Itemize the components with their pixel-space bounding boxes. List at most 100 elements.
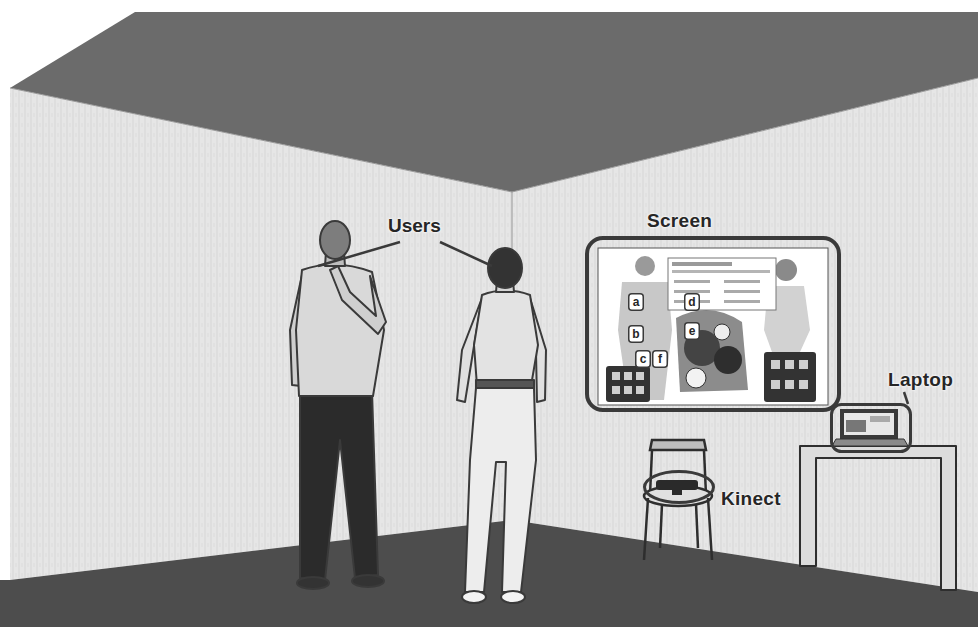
screen-image-part [714, 324, 730, 340]
screen-image-part [724, 300, 760, 303]
table-part [800, 446, 956, 590]
outline-rect [832, 405, 911, 452]
answer-box: e [684, 322, 700, 340]
woman-user-part [465, 388, 536, 592]
laptop-part [832, 439, 908, 446]
screen-image-part [686, 368, 706, 388]
man-user [290, 221, 386, 589]
chair-part [708, 498, 712, 560]
screen-image-part [714, 346, 742, 374]
woman-user-part [462, 591, 486, 603]
man-user-part [330, 266, 386, 334]
room-part [10, 88, 512, 192]
screen-image-part [668, 258, 776, 310]
laptop-part [840, 409, 898, 439]
kinect-outline: Kinect [643, 470, 715, 504]
screen-image-part [799, 380, 808, 389]
chair-part [644, 498, 648, 560]
screen-image-part [624, 386, 632, 394]
outline-rect [629, 294, 644, 311]
man-user-part [300, 392, 378, 580]
screen-image-part [612, 372, 620, 380]
screen-image-part [635, 256, 655, 276]
man-user-part [352, 575, 384, 587]
screen-image-part [674, 280, 710, 283]
outline-ellipse [645, 472, 714, 503]
answer-box: a [628, 293, 644, 311]
woman-user-part [474, 291, 538, 387]
screen-image-part [624, 372, 632, 380]
laptop-part [870, 416, 890, 422]
callout-label: Users [388, 215, 441, 237]
answer-letter: d [684, 293, 700, 311]
room-part [512, 78, 978, 592]
laptop-leader-line-part [904, 392, 908, 404]
answer-letter: f [652, 350, 668, 368]
kinect-sensor-part [672, 490, 682, 495]
callout-label: Screen [647, 210, 712, 232]
screen-image-part [799, 360, 808, 369]
chair-part [650, 440, 706, 450]
outline-rect [636, 351, 651, 368]
laptop-part [846, 420, 866, 432]
screen-image-part [606, 366, 650, 402]
laptop-part [844, 413, 894, 435]
screen-image-part [636, 386, 644, 394]
table [800, 446, 956, 590]
answer-box: d [684, 293, 700, 311]
laptop-outline-shape [830, 403, 912, 453]
room [0, 12, 978, 627]
man-user-part [320, 221, 350, 259]
room-part [512, 78, 978, 192]
screen-outline: Screenadbecf [585, 236, 841, 412]
outline-rect [629, 326, 644, 343]
screen-image-part [672, 270, 770, 273]
answer-box: b [628, 325, 644, 343]
screen-image-part [724, 290, 760, 293]
woman-user-part [476, 380, 534, 388]
outline-rect [685, 323, 700, 340]
answer-box: c [635, 350, 651, 368]
screen-image-part [771, 360, 780, 369]
woman-user-part [488, 248, 522, 288]
laptop [832, 409, 908, 446]
screen-image-part [785, 380, 794, 389]
screen-image-part [775, 259, 797, 281]
callout-label: Kinect [721, 488, 781, 510]
screen-image-part [672, 262, 732, 266]
users-leader-line [318, 242, 492, 266]
screen-image-part [598, 248, 828, 405]
screen-image-part [771, 380, 780, 389]
kinect-sensor [656, 480, 698, 495]
laptop-outline: Laptop [830, 403, 912, 453]
man-user-part [297, 577, 329, 589]
users-leader-line-part [440, 242, 492, 266]
answer-letter: e [684, 322, 700, 340]
kinect-sensor-part [656, 480, 698, 490]
screen-image-part [764, 352, 816, 402]
chair-part [696, 504, 698, 548]
answer-letter: c [635, 350, 651, 368]
answer-box: f [652, 350, 668, 368]
screen-image-part [676, 310, 748, 392]
answer-letter: b [628, 325, 644, 343]
answer-letter: a [628, 293, 644, 311]
screen-image-part [724, 280, 760, 283]
woman-user-part [501, 591, 525, 603]
chair-part [704, 450, 706, 495]
screen-outline-shape [585, 236, 841, 412]
screen-image [598, 248, 828, 405]
screen-image-part [785, 360, 794, 369]
outline-rect [685, 294, 700, 311]
screen-image-part [674, 290, 710, 293]
users-leader-line-part [318, 242, 400, 266]
outline-rect [653, 351, 668, 368]
laptop-leader-line [904, 392, 908, 404]
callout-label: Laptop [888, 369, 953, 391]
screen-image-part [636, 372, 644, 380]
kinect-outline-shape [643, 470, 715, 504]
screen-image-part [612, 386, 620, 394]
